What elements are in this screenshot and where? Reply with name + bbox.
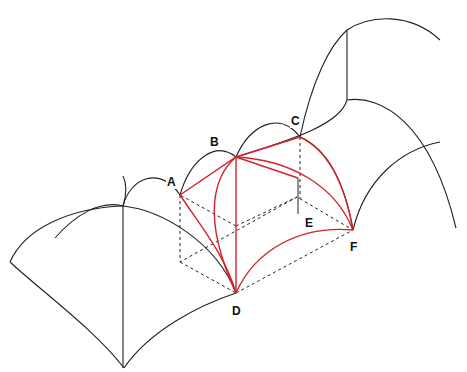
pier-line <box>122 206 123 368</box>
vault-rib <box>353 142 440 230</box>
wall-arch <box>347 19 440 40</box>
vault-arch <box>300 137 353 230</box>
vault-rib <box>124 293 236 368</box>
point-label: B <box>209 135 220 149</box>
red-rib <box>180 195 236 293</box>
vault-arch <box>10 206 123 262</box>
construction-line <box>180 262 236 293</box>
wall-arch <box>180 151 236 195</box>
red-rib <box>236 157 353 230</box>
vault-rib <box>10 262 124 368</box>
red-rib <box>236 229 353 293</box>
vault-arch <box>347 99 456 228</box>
red-rib <box>214 157 236 293</box>
pier-line <box>346 30 347 100</box>
point-label: E <box>304 216 314 230</box>
point-label: C <box>290 114 301 128</box>
construction-line <box>298 178 299 214</box>
construction-line <box>300 137 301 199</box>
wall-arch <box>300 30 347 137</box>
construction-line <box>180 195 353 262</box>
point-label: D <box>231 304 242 318</box>
wall-arch <box>55 205 123 238</box>
ridge-line <box>235 157 236 293</box>
wall-arch <box>123 176 126 206</box>
construction-line <box>236 197 297 226</box>
construction-line <box>236 230 353 293</box>
red-rib <box>300 137 353 230</box>
point-label: F <box>349 240 358 254</box>
construction-line <box>180 195 236 226</box>
point-label: A <box>166 175 177 189</box>
vault-rib <box>236 100 347 157</box>
